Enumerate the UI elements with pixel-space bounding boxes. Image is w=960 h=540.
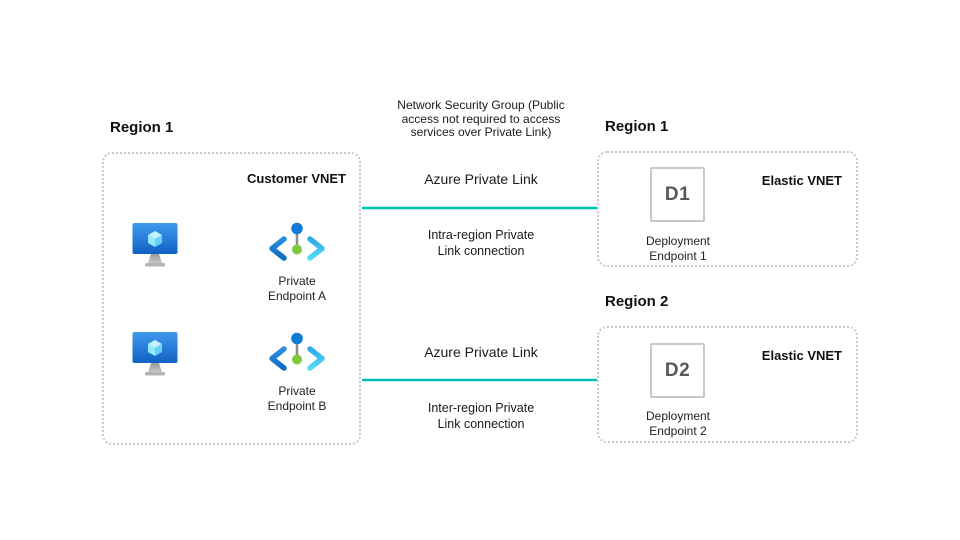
private-endpoint-b-label: Private Endpoint B <box>259 384 335 414</box>
inter-region-sublabel: Inter-region Private Link connection <box>406 400 556 432</box>
elastic-vnet-label-2: Elastic VNET <box>761 348 842 363</box>
sublabel-line: Intra-region Private <box>427 228 535 242</box>
customer-vnet-box: Customer VNET <box>102 152 361 445</box>
sublabel-line: Link connection <box>437 244 525 258</box>
azure-private-link-label-2: Azure Private Link <box>424 344 538 360</box>
deployment-endpoint-1-label: Deployment Endpoint 1 <box>618 234 738 264</box>
label-line: Endpoint B <box>267 399 327 413</box>
nsg-note-line: services over Private Link) <box>410 125 552 139</box>
azure-private-link-label-1: Azure Private Link <box>424 171 538 187</box>
elastic-region-1-title: Region 1 <box>605 118 669 135</box>
label-line: Private <box>278 274 316 288</box>
nsg-note-line: access not required to access <box>401 111 561 126</box>
customer-vnet-label: Customer VNET <box>247 171 346 186</box>
deployment-endpoint-2-label: Deployment Endpoint 2 <box>618 409 738 439</box>
label-line: Private <box>278 384 316 398</box>
azure-vm-icon <box>132 332 178 376</box>
label-line: Endpoint 2 <box>649 424 707 438</box>
deployment-box-d2: D2 <box>650 343 705 398</box>
elastic-vnet-box-1: Elastic VNET D1 Deployment Endpoint 1 <box>597 151 858 267</box>
elastic-vnet-label-1: Elastic VNET <box>761 173 842 188</box>
label-line: Endpoint 1 <box>649 249 707 263</box>
nsg-note-line: Network Security Group (Public <box>397 98 565 112</box>
elastic-vnet-box-2: Elastic VNET D2 Deployment Endpoint 2 <box>597 326 858 443</box>
elastic-region-2-title: Region 2 <box>605 293 669 310</box>
customer-region-title: Region 1 <box>110 119 174 136</box>
private-endpoint-icon <box>269 330 325 378</box>
sublabel-line: Link connection <box>437 417 525 431</box>
label-line: Endpoint A <box>267 289 327 303</box>
private-endpoint-a-label: Private Endpoint A <box>259 274 335 304</box>
private-endpoint-icon <box>269 220 325 268</box>
sublabel-line: Inter-region Private <box>427 401 535 415</box>
deployment-code-d1: D1 <box>664 183 691 205</box>
nsg-note: Network Security Group (Public access no… <box>386 98 576 140</box>
deployment-code-d2: D2 <box>664 359 691 381</box>
label-line: Deployment <box>645 234 711 248</box>
azure-vm-icon <box>132 223 178 267</box>
deployment-box-d1: D1 <box>650 167 705 222</box>
label-line: Deployment <box>645 409 711 423</box>
intra-region-sublabel: Intra-region Private Link connection <box>406 227 556 259</box>
